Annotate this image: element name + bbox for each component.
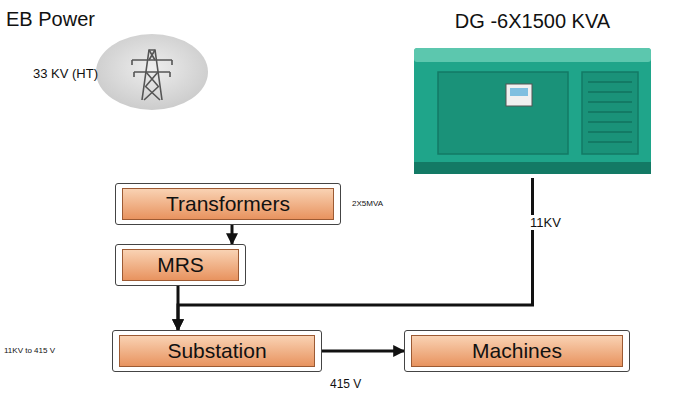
process-box: Machines xyxy=(404,330,630,372)
vent-slat xyxy=(588,81,632,83)
annotation-label: 2X5MVA xyxy=(352,199,383,208)
connector-line xyxy=(231,225,234,244)
annotation-label: 11KV to 415 V xyxy=(4,346,55,355)
generator-base xyxy=(414,162,651,174)
edge-label: 11KV xyxy=(530,215,561,230)
generator-door xyxy=(438,72,568,154)
generator-picture xyxy=(410,42,655,178)
process-box: Substation xyxy=(112,330,322,372)
generator-display xyxy=(510,88,528,96)
box-label: Machines xyxy=(411,335,623,367)
vent-slat xyxy=(588,111,632,113)
generator-vent xyxy=(582,72,638,154)
annotation-label: EB Power xyxy=(6,8,95,31)
vent-slat xyxy=(588,101,632,103)
power-ellipse xyxy=(96,34,208,110)
vent-slat xyxy=(588,141,632,143)
generator-panel xyxy=(506,84,532,106)
vent-slat xyxy=(588,121,632,123)
annotation-label: 33 KV (HT) xyxy=(33,66,98,81)
box-label: Transformers xyxy=(122,188,334,220)
node-heading: DG -6X1500 KVA xyxy=(410,10,655,33)
vent-slat xyxy=(588,91,632,93)
process-box: MRS xyxy=(115,244,246,286)
generator-body xyxy=(414,48,651,174)
box-label: MRS xyxy=(122,249,239,281)
connector-line xyxy=(322,350,404,353)
vent-slat xyxy=(588,131,632,133)
process-box: Transformers xyxy=(115,183,341,225)
tower-symbol xyxy=(132,50,172,100)
generator-node: DG -6X1500 KVA xyxy=(410,2,655,178)
generator-roof xyxy=(414,48,651,62)
box-label: Substation xyxy=(119,335,315,367)
edge-label: 415 V xyxy=(330,377,361,391)
